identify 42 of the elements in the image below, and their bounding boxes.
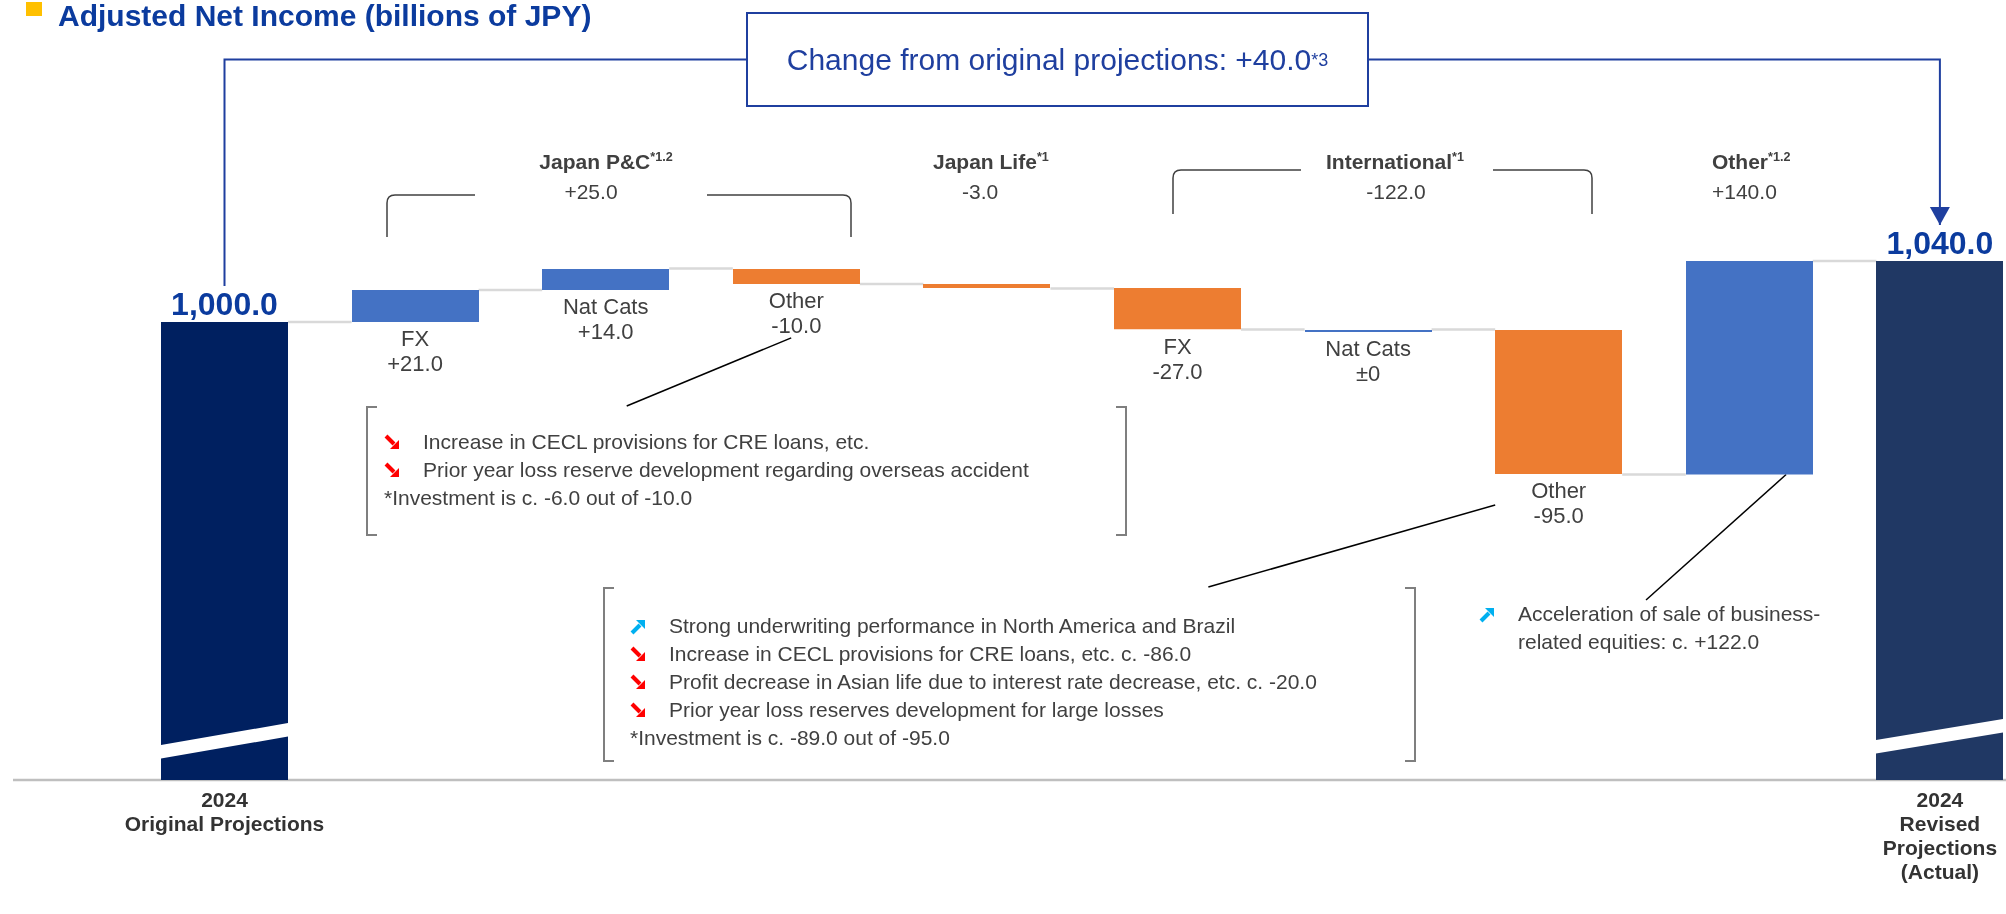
bullet-text: Profit decrease in Asian life due to interest rate decrease, etc. c. -20.0 <box>669 669 1317 695</box>
note-text: *Investment is c. -6.0 out of -10.0 <box>384 485 693 511</box>
bar-label: FX -27.0 <box>1151 333 1204 384</box>
bar-label: FX +21.0 <box>386 326 444 376</box>
leader-line <box>1207 504 1496 588</box>
segment-value: -122.0 <box>1366 180 1426 204</box>
total-value: 1,040.0 <box>1886 225 1994 261</box>
segment-value: +140.0 <box>1712 180 1777 204</box>
bar-label: Other -10.0 <box>767 287 825 338</box>
segment-value: -3.0 <box>962 180 999 204</box>
connector-line <box>1050 287 1114 290</box>
connector-line <box>1812 259 1877 263</box>
connector-line <box>1241 328 1305 331</box>
chart-title: Adjusted Net Income (billions of JPY) <box>58 0 592 33</box>
bullet-text: Increase in CECL provisions for CRE loans, etc. c. -86.0 <box>669 641 1192 667</box>
connector-line <box>1431 328 1496 331</box>
bullet-text: Prior year loss reserve development regarding overseas accident <box>423 457 1029 483</box>
segment-heading: Other$^{*1.2}$ <box>1712 150 1791 174</box>
connector-line <box>1622 473 1686 476</box>
bar-label: Nat Cats +14.0 <box>561 294 650 344</box>
bullet-text: Increase in CECL provisions for CRE loans, etc. <box>423 429 870 455</box>
category-label: 2024 Revised Projections (Actual) <box>1881 788 1999 884</box>
connector-line <box>478 288 543 292</box>
connector-line <box>288 320 352 324</box>
connector-line <box>669 267 733 270</box>
bullet-text: Acceleration of sale of business-related equities: c. +122.0 <box>1518 601 1822 655</box>
segment-heading: Japan Life$^{*1}$ <box>933 150 1049 174</box>
bullet-text: Prior year loss reserves development for large losses <box>669 697 1164 723</box>
segment-heading: Japan P&C$^{*1.2}$ <box>539 150 673 174</box>
note-text: *Investment is c. -89.0 out of -95.0 <box>630 725 950 751</box>
category-label: 2024 Original Projections <box>123 788 326 836</box>
leader-line <box>1645 473 1787 601</box>
bar-label: Nat Cats ±0 <box>1324 335 1412 386</box>
arrow <box>1368 58 1950 226</box>
leader-line <box>625 337 792 407</box>
segment-value: +25.0 <box>564 180 618 204</box>
bar-label: Other -95.0 <box>1530 478 1588 529</box>
total-value: 1,000.0 <box>171 286 278 322</box>
connector-line <box>223 58 747 287</box>
segment-heading: International$^{*1}$ <box>1326 150 1464 174</box>
bullet-text: Strong underwriting performance in North America and Brazil <box>669 613 1236 639</box>
connector-line <box>859 282 924 286</box>
